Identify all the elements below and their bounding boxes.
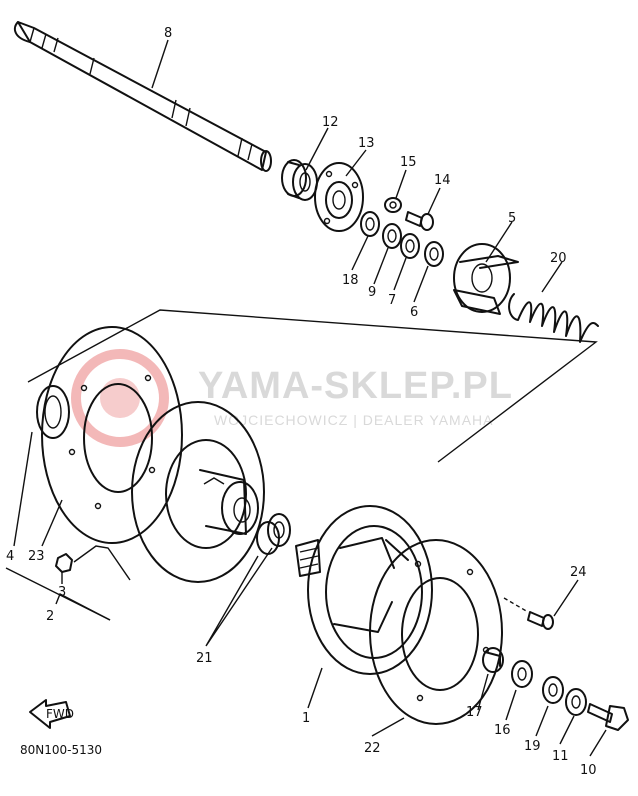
callout-13: 13 [358, 136, 375, 151]
part-2-sliding-sheave [131, 401, 265, 583]
part-20-spring [508, 293, 599, 343]
callout-20: 20 [550, 251, 567, 266]
part-10-bolt [587, 703, 629, 731]
part-6-washer [424, 241, 444, 267]
part-15-nut [384, 197, 402, 213]
callout-3: 3 [58, 585, 66, 600]
callout-18: 18 [342, 273, 359, 288]
callout-11: 11 [552, 749, 569, 764]
fwd-arrow: FWD [29, 699, 74, 729]
callout-24: 24 [570, 565, 587, 580]
part-9-washer [382, 223, 402, 249]
part-11-washer [565, 688, 587, 716]
watermark: YAMA-SKLEP.PL WOJCIECHOWICZ | DEALER YAM… [71, 349, 513, 447]
part-12-bearing [281, 159, 318, 201]
part-7-collar [400, 233, 420, 259]
part-1-fixed-sheave [295, 505, 433, 675]
part-14-screw [405, 211, 434, 231]
part-8-shaft [13, 21, 272, 172]
watermark-logo [71, 349, 169, 447]
callout-22: 22 [364, 741, 381, 756]
callout-5: 5 [508, 211, 516, 226]
callout-19: 19 [524, 739, 541, 754]
callout-7: 7 [388, 293, 396, 308]
fwd-arrow-label: FWD [46, 707, 74, 721]
watermark-main-text: YAMA-SKLEP.PL [198, 365, 513, 407]
part-17-collar [482, 647, 504, 673]
callout-14: 14 [434, 173, 451, 188]
callout-15: 15 [400, 155, 417, 170]
part-13-plate [314, 162, 364, 232]
watermark-sub-text: WOJCIECHOWICZ | DEALER YAMAHA [214, 412, 493, 428]
part-16-washer [511, 660, 533, 688]
callout-2: 2 [46, 609, 54, 624]
callout-1: 1 [302, 711, 310, 726]
part-4-oil-seal [36, 385, 70, 439]
callout-4: 4 [6, 549, 14, 564]
callout-8: 8 [164, 26, 172, 41]
callout-9: 9 [368, 285, 376, 300]
callout-6: 6 [410, 305, 418, 320]
part-3-nut [55, 553, 73, 573]
callout-23: 23 [28, 549, 45, 564]
part-24-screw [527, 611, 554, 630]
part-18-washer [360, 211, 380, 237]
callout-16: 16 [494, 723, 511, 738]
part-5-torque-cam [453, 243, 519, 315]
part-19-washer [542, 676, 564, 704]
part-23-seal-plate [41, 326, 183, 544]
callout-10: 10 [580, 763, 597, 778]
callout-17: 17 [466, 705, 483, 720]
callout-labels: 8 12 13 15 14 5 20 18 9 7 6 4 23 3 2 21 … [6, 26, 597, 778]
diagram-code: 80N100-5130 [20, 743, 102, 757]
callout-12: 12 [322, 115, 339, 130]
callout-21: 21 [196, 651, 213, 666]
leader-lines [13, 39, 607, 757]
